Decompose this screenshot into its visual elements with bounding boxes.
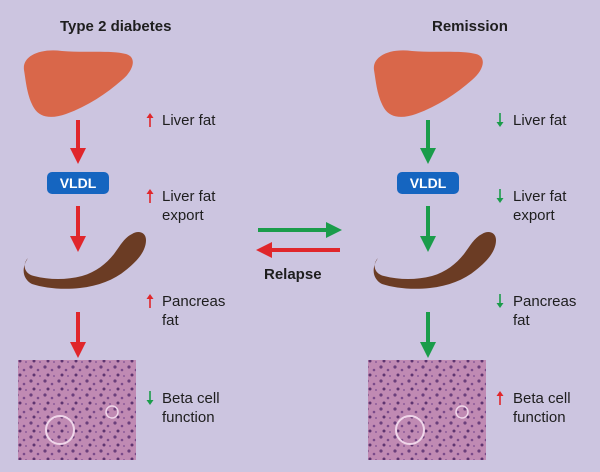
- left-label-liver-fat: Liver fat: [162, 112, 216, 129]
- right-islet-tissue-image: [368, 360, 486, 460]
- left-indicator-down-arrow-icon: [146, 391, 154, 405]
- left-indicator-up-arrow-icon: [146, 294, 154, 308]
- change-indicators: [146, 113, 504, 405]
- right-vldl-label: VLDL: [409, 175, 447, 191]
- left-panel-title: Type 2 diabetes: [60, 18, 172, 35]
- right-indicator-down-arrow-icon: [496, 189, 504, 203]
- right-panel-graphics: [368, 50, 496, 460]
- left-vldl-label: VLDL: [59, 175, 97, 191]
- right-indicator-down-arrow-icon: [496, 294, 504, 308]
- right-vldl-badge: [397, 172, 459, 194]
- transition-arrows: [256, 222, 342, 258]
- right-liver-icon: [373, 50, 483, 117]
- left-vldl-badge: [47, 172, 109, 194]
- right-pancreas-icon: [373, 232, 496, 289]
- right-indicator-up-arrow-icon: [496, 391, 504, 405]
- left-pancreas-icon: [23, 232, 146, 289]
- left-islet-tissue-image: [18, 360, 136, 460]
- right-label-liver-fat: Liver fat: [513, 112, 567, 129]
- left-indicator-up-arrow-icon: [146, 189, 154, 203]
- left-liver-icon: [23, 50, 133, 117]
- relapse-label: Relapse: [264, 266, 322, 283]
- left-indicator-up-arrow-icon: [146, 113, 154, 127]
- right-indicator-down-arrow-icon: [496, 113, 504, 127]
- left-panel-graphics: [18, 50, 146, 460]
- right-panel-title: Remission: [432, 18, 508, 35]
